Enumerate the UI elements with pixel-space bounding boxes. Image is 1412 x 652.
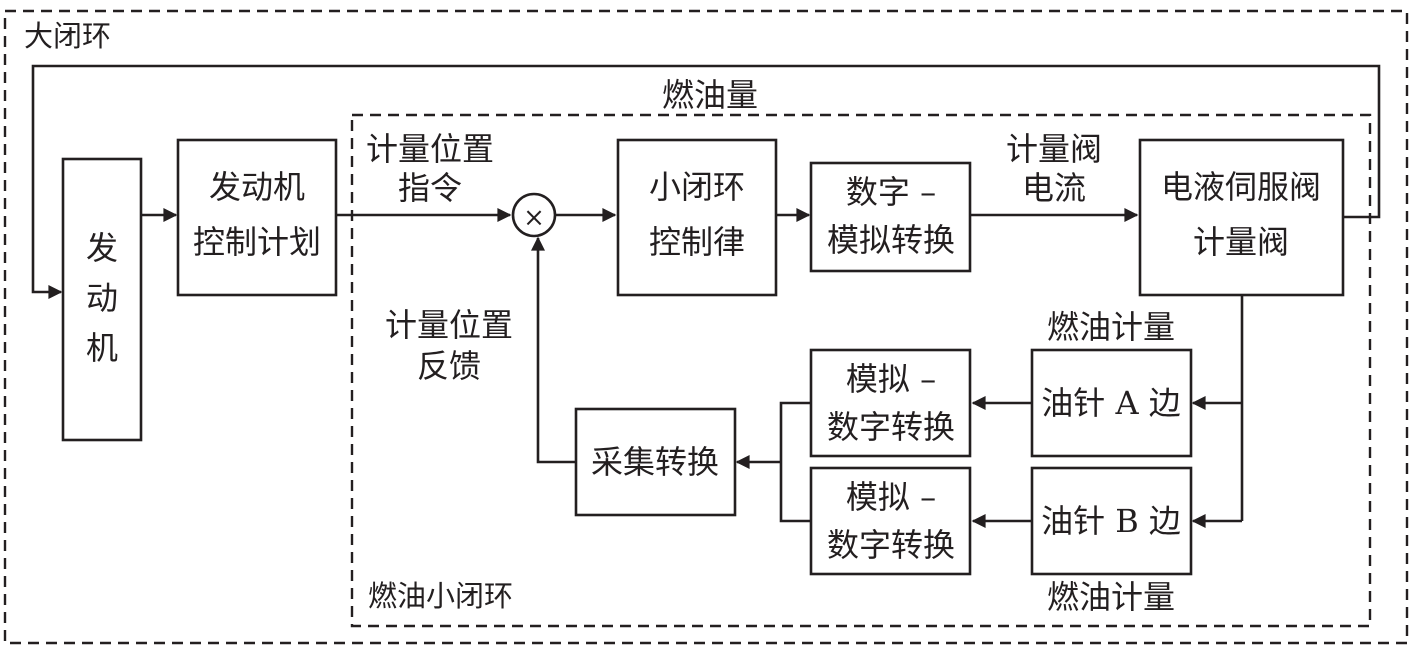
svg-text:数字 –: 数字 – [846, 173, 936, 211]
svg-text:电液伺服阀: 电液伺服阀 [1161, 168, 1321, 206]
analog-to-digital-a-block: 模拟 – 数字转换 [809, 348, 972, 458]
svg-text:油针 A 边: 油针 A 边 [1041, 384, 1180, 422]
svg-text:模拟 –: 模拟 – [846, 478, 936, 516]
svg-text:控制计划: 控制计划 [193, 223, 321, 261]
svg-text:采集转换: 采集转换 [591, 443, 719, 481]
electro-hydraulic-servo-valve-block: 电液伺服阀 计量阀 [1138, 138, 1345, 297]
svg-text:×: × [523, 203, 545, 233]
analog-to-digital-b-block: 模拟 – 数字转换 [809, 466, 972, 576]
svg-text:油针 B 边: 油针 B 边 [1041, 502, 1181, 540]
inner-loop-boundary [350, 113, 1372, 628]
svg-text:模拟 –: 模拟 – [846, 360, 936, 398]
fuel-metering-label-b: 燃油计量 [1047, 578, 1175, 616]
outer-loop-label: 大闭环 [24, 19, 111, 53]
svg-text:控制律: 控制律 [649, 223, 745, 261]
position-command-label-line1: 计量位置 [366, 130, 494, 168]
valve-current-label-line1: 计量阀 [1006, 130, 1102, 168]
summing-junction: × [511, 192, 557, 238]
position-feedback-label-line1: 计量位置 [385, 306, 513, 344]
svg-text:数字转换: 数字转换 [827, 526, 955, 564]
svg-text:计量阀: 计量阀 [1193, 223, 1289, 261]
engine-block: 发 动 机 [61, 157, 143, 442]
needle-a-block: 油针 A 边 [1030, 348, 1193, 458]
position-feedback-arrow [531, 236, 575, 464]
adc-merge-line [779, 401, 810, 523]
svg-text:动: 动 [86, 279, 118, 317]
digital-to-analog-block: 数字 – 模拟转换 [809, 161, 972, 273]
needle-b-block: 油针 B 边 [1030, 466, 1193, 576]
acquisition-conversion-block: 采集转换 [574, 407, 737, 517]
outer-loop-boundary [3, 9, 1409, 645]
fuel-flow-label: 燃油量 [662, 76, 758, 114]
fuel-flow-feedback-line [31, 64, 1381, 299]
inner-loop-label: 燃油小闭环 [368, 579, 513, 613]
position-feedback-label-line2: 反馈 [417, 347, 481, 385]
svg-text:发: 发 [86, 229, 118, 267]
small-loop-control-law-block: 小闭环 控制律 [616, 138, 778, 297]
svg-text:数字转换: 数字转换 [827, 408, 955, 446]
svg-text:发动机: 发动机 [209, 168, 305, 206]
engine-control-plan-block: 发动机 控制计划 [176, 138, 338, 297]
valve-current-label-line2: 电流 [1022, 169, 1086, 207]
position-command-label-line2: 指令 [398, 169, 462, 207]
svg-text:小闭环: 小闭环 [649, 168, 745, 206]
svg-text:机: 机 [86, 329, 118, 367]
svg-text:模拟转换: 模拟转换 [827, 221, 955, 259]
fuel-metering-label-a: 燃油计量 [1047, 308, 1175, 346]
